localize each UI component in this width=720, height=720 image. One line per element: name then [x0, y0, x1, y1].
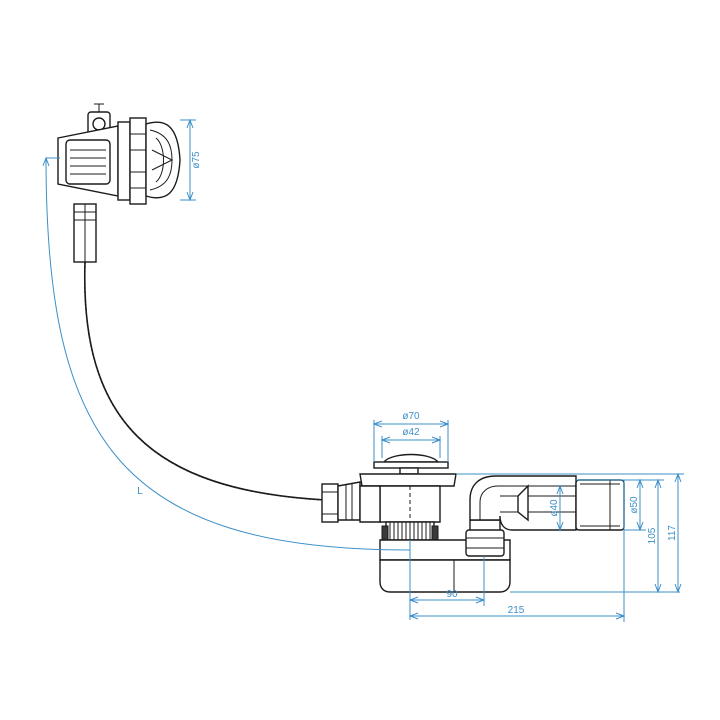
siphon-trap-base	[379, 519, 511, 593]
overflow-nut	[117, 121, 131, 201]
hose-length-arc	[45, 157, 411, 551]
drain-body-assembly	[359, 453, 457, 541]
outlet-pipe-coupling	[575, 479, 625, 531]
trap-riser-nut	[465, 529, 505, 557]
label-outlet-outer-diameter: ø50	[629, 496, 640, 514]
label-height-total: 117	[667, 525, 678, 541]
trap-bowl	[379, 559, 511, 593]
label-outlet-inner-diameter: ø40	[549, 499, 560, 517]
hose-to-drain-coupling	[321, 481, 361, 523]
label-hose-length: L	[137, 486, 143, 497]
label-width-trap: 90	[446, 589, 458, 600]
outlet-elbow-assembly	[469, 475, 625, 531]
popup-plug	[382, 453, 440, 463]
dimension-labels: ø75 L ø70 ø42 ø40 ø50 105 117 90 215	[137, 151, 678, 616]
label-overflow-diameter: ø75	[191, 151, 202, 169]
label-plug-outer-diameter: ø70	[402, 411, 420, 422]
hose-coupling-nut	[321, 483, 339, 523]
overflow-head-assembly	[57, 103, 181, 205]
lever-screw-icon	[92, 117, 106, 131]
label-plug-inner-diameter: ø42	[402, 427, 420, 438]
flexible-overflow-hose	[73, 203, 326, 512]
plug-flange	[373, 461, 449, 469]
label-width-total: 215	[508, 605, 525, 616]
label-height-outlet: 105	[647, 527, 658, 544]
dimension-lines	[42, 118, 684, 622]
